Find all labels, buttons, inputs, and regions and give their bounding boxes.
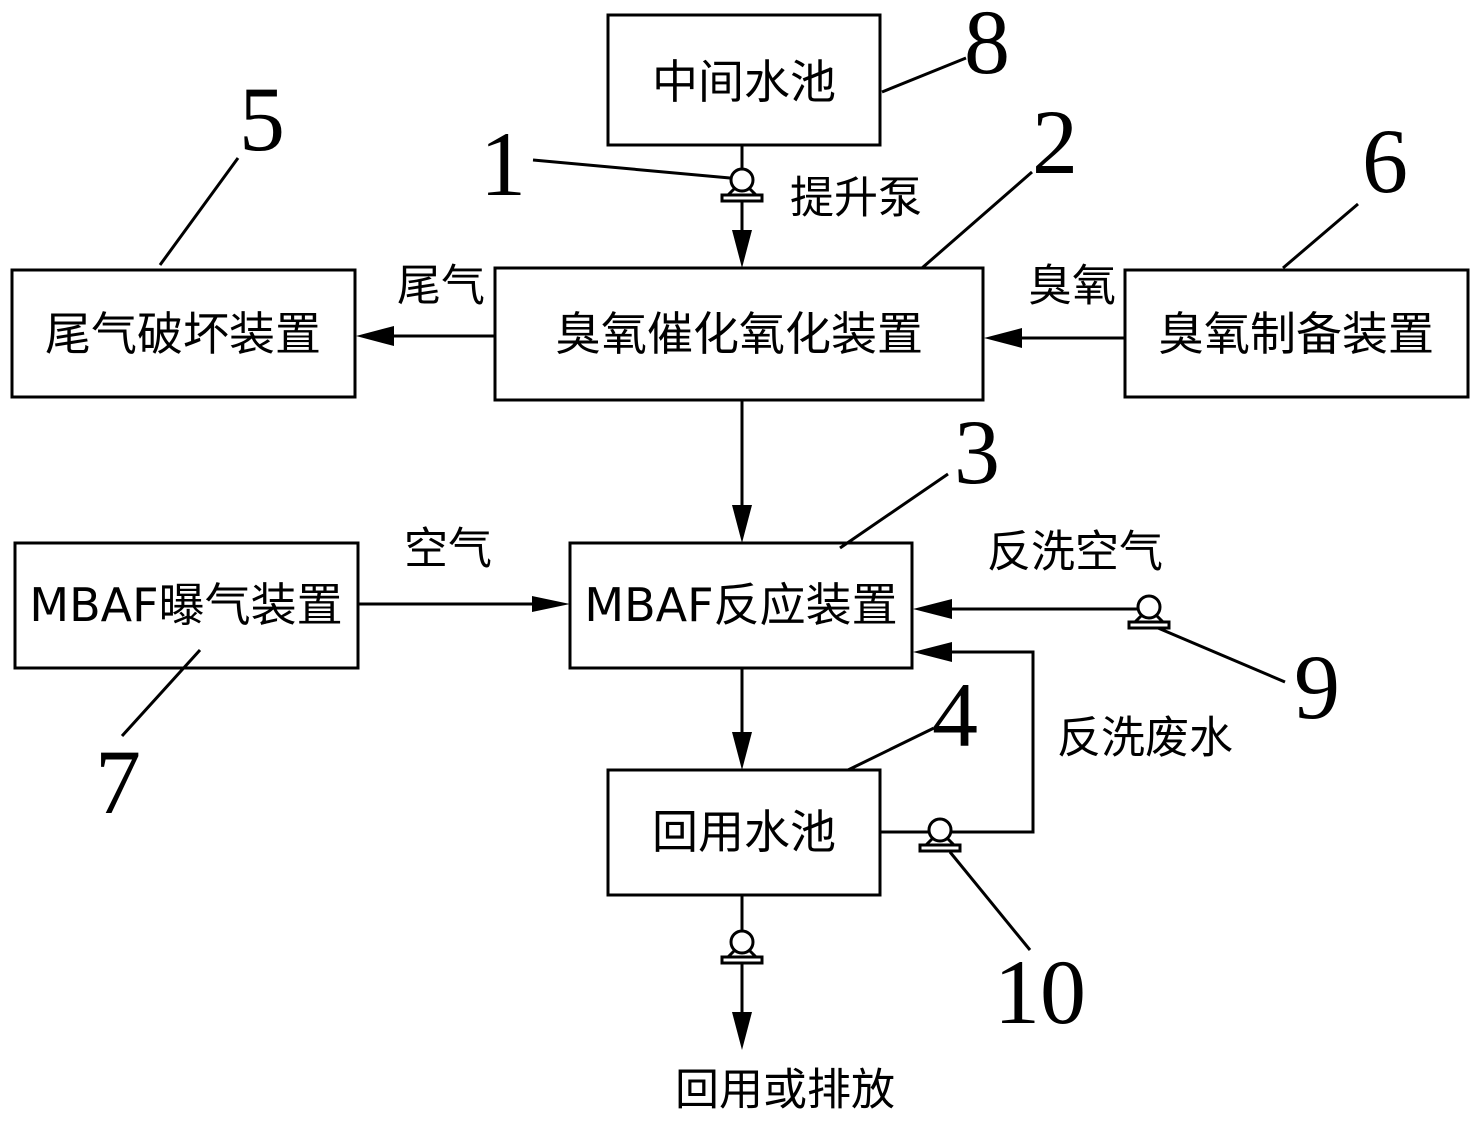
pump-circle [729,167,755,193]
arrowhead [732,732,752,770]
leader-line-8 [881,56,967,94]
label-backwash-air: 反洗空气 [987,527,1163,578]
label-ozone: 臭氧 [1028,261,1116,312]
pump-base [720,955,764,965]
box-label: 臭氧催化氧化装置 [555,307,923,361]
ref-number-7: 7 [95,731,141,833]
leader-line-7 [120,648,202,738]
ref-number-8: 8 [964,0,1010,93]
arrowhead [732,230,752,268]
label-backwash-water: 反洗废水 [1057,713,1233,764]
flow-backwash-water [880,642,1035,834]
box-outline [606,13,882,147]
flow-middle-tank-to-ozone-oxidation [732,145,752,268]
pump-circle [927,817,953,843]
box-label: 回用水池 [652,805,836,859]
arrowhead [913,642,952,662]
lift-pump-icon [720,167,764,203]
label-tail-gas: 尾气 [397,261,485,312]
pump-base [918,843,962,853]
backwash-air-pump-icon [1127,594,1171,630]
box-outline [1123,268,1470,399]
flow-reactor-to-reuse-tank [732,668,752,770]
pump-circle [1136,594,1162,620]
box-ozone-oxidation: 臭氧催化氧化装置 [493,266,985,402]
pump-base [1127,620,1171,630]
arrowhead [356,326,394,346]
box-middle-tank: 中间水池 [606,13,882,147]
box-outline [606,768,882,897]
box-label: MBAF反应装置 [584,578,897,632]
ref-number-4: 4 [932,664,978,766]
flow-tail-gas [356,326,495,346]
flow-outlet [732,895,752,1050]
leader-line-3 [839,472,949,550]
label-reuse-or-discharge: 回用或排放 [675,1065,895,1116]
ref-number-1: 1 [480,113,526,215]
pump-circle [729,929,755,955]
arrowhead [984,328,1022,348]
arrowhead [913,599,952,619]
flow-backwash-air [913,599,1138,619]
box-outline [493,266,985,402]
flow-ozone [984,328,1125,348]
label-air: 空气 [404,524,492,575]
ref-number-9: 9 [1294,636,1340,738]
box-outline [13,541,360,670]
ref-number-6: 6 [1362,110,1408,212]
box-label: 尾气破坏装置 [45,307,321,361]
leader-line-6 [1282,202,1359,270]
leader-line-4 [847,726,935,772]
arrowhead [732,505,752,543]
leader-line-10 [948,851,1032,951]
leader-line-5 [158,157,240,266]
flow-air [358,596,570,612]
leader-line-2 [921,170,1033,270]
leader-line-1 [532,158,731,180]
box-ozone-generation: 臭氧制备装置 [1123,268,1470,399]
ref-number-3: 3 [954,401,1000,503]
leader-line-9 [1157,626,1286,684]
label-lift-pump: 提升泵 [790,173,922,224]
box-reuse-tank: 回用水池 [606,768,882,897]
pump-base [720,193,764,203]
box-label: 中间水池 [652,55,836,109]
box-label: MBAF曝气装置 [29,578,342,632]
box-outline [10,268,357,399]
box-mbaf-reactor: MBAF反应装置 [568,541,914,670]
box-label: 臭氧制备装置 [1158,307,1434,361]
ref-number-10: 10 [994,941,1086,1043]
backwash-water-pump-icon [918,817,962,853]
box-tail-gas-destruction: 尾气破坏装置 [10,268,357,399]
flow-oxidation-to-reactor [732,400,752,543]
box-mbaf-aeration: MBAF曝气装置 [13,541,360,670]
arrowhead [732,1012,752,1050]
ref-number-5: 5 [239,68,285,170]
arrowhead [532,596,570,612]
outlet-pump-icon [720,929,764,965]
ref-number-2: 2 [1032,91,1078,193]
flow-line [950,650,1035,834]
